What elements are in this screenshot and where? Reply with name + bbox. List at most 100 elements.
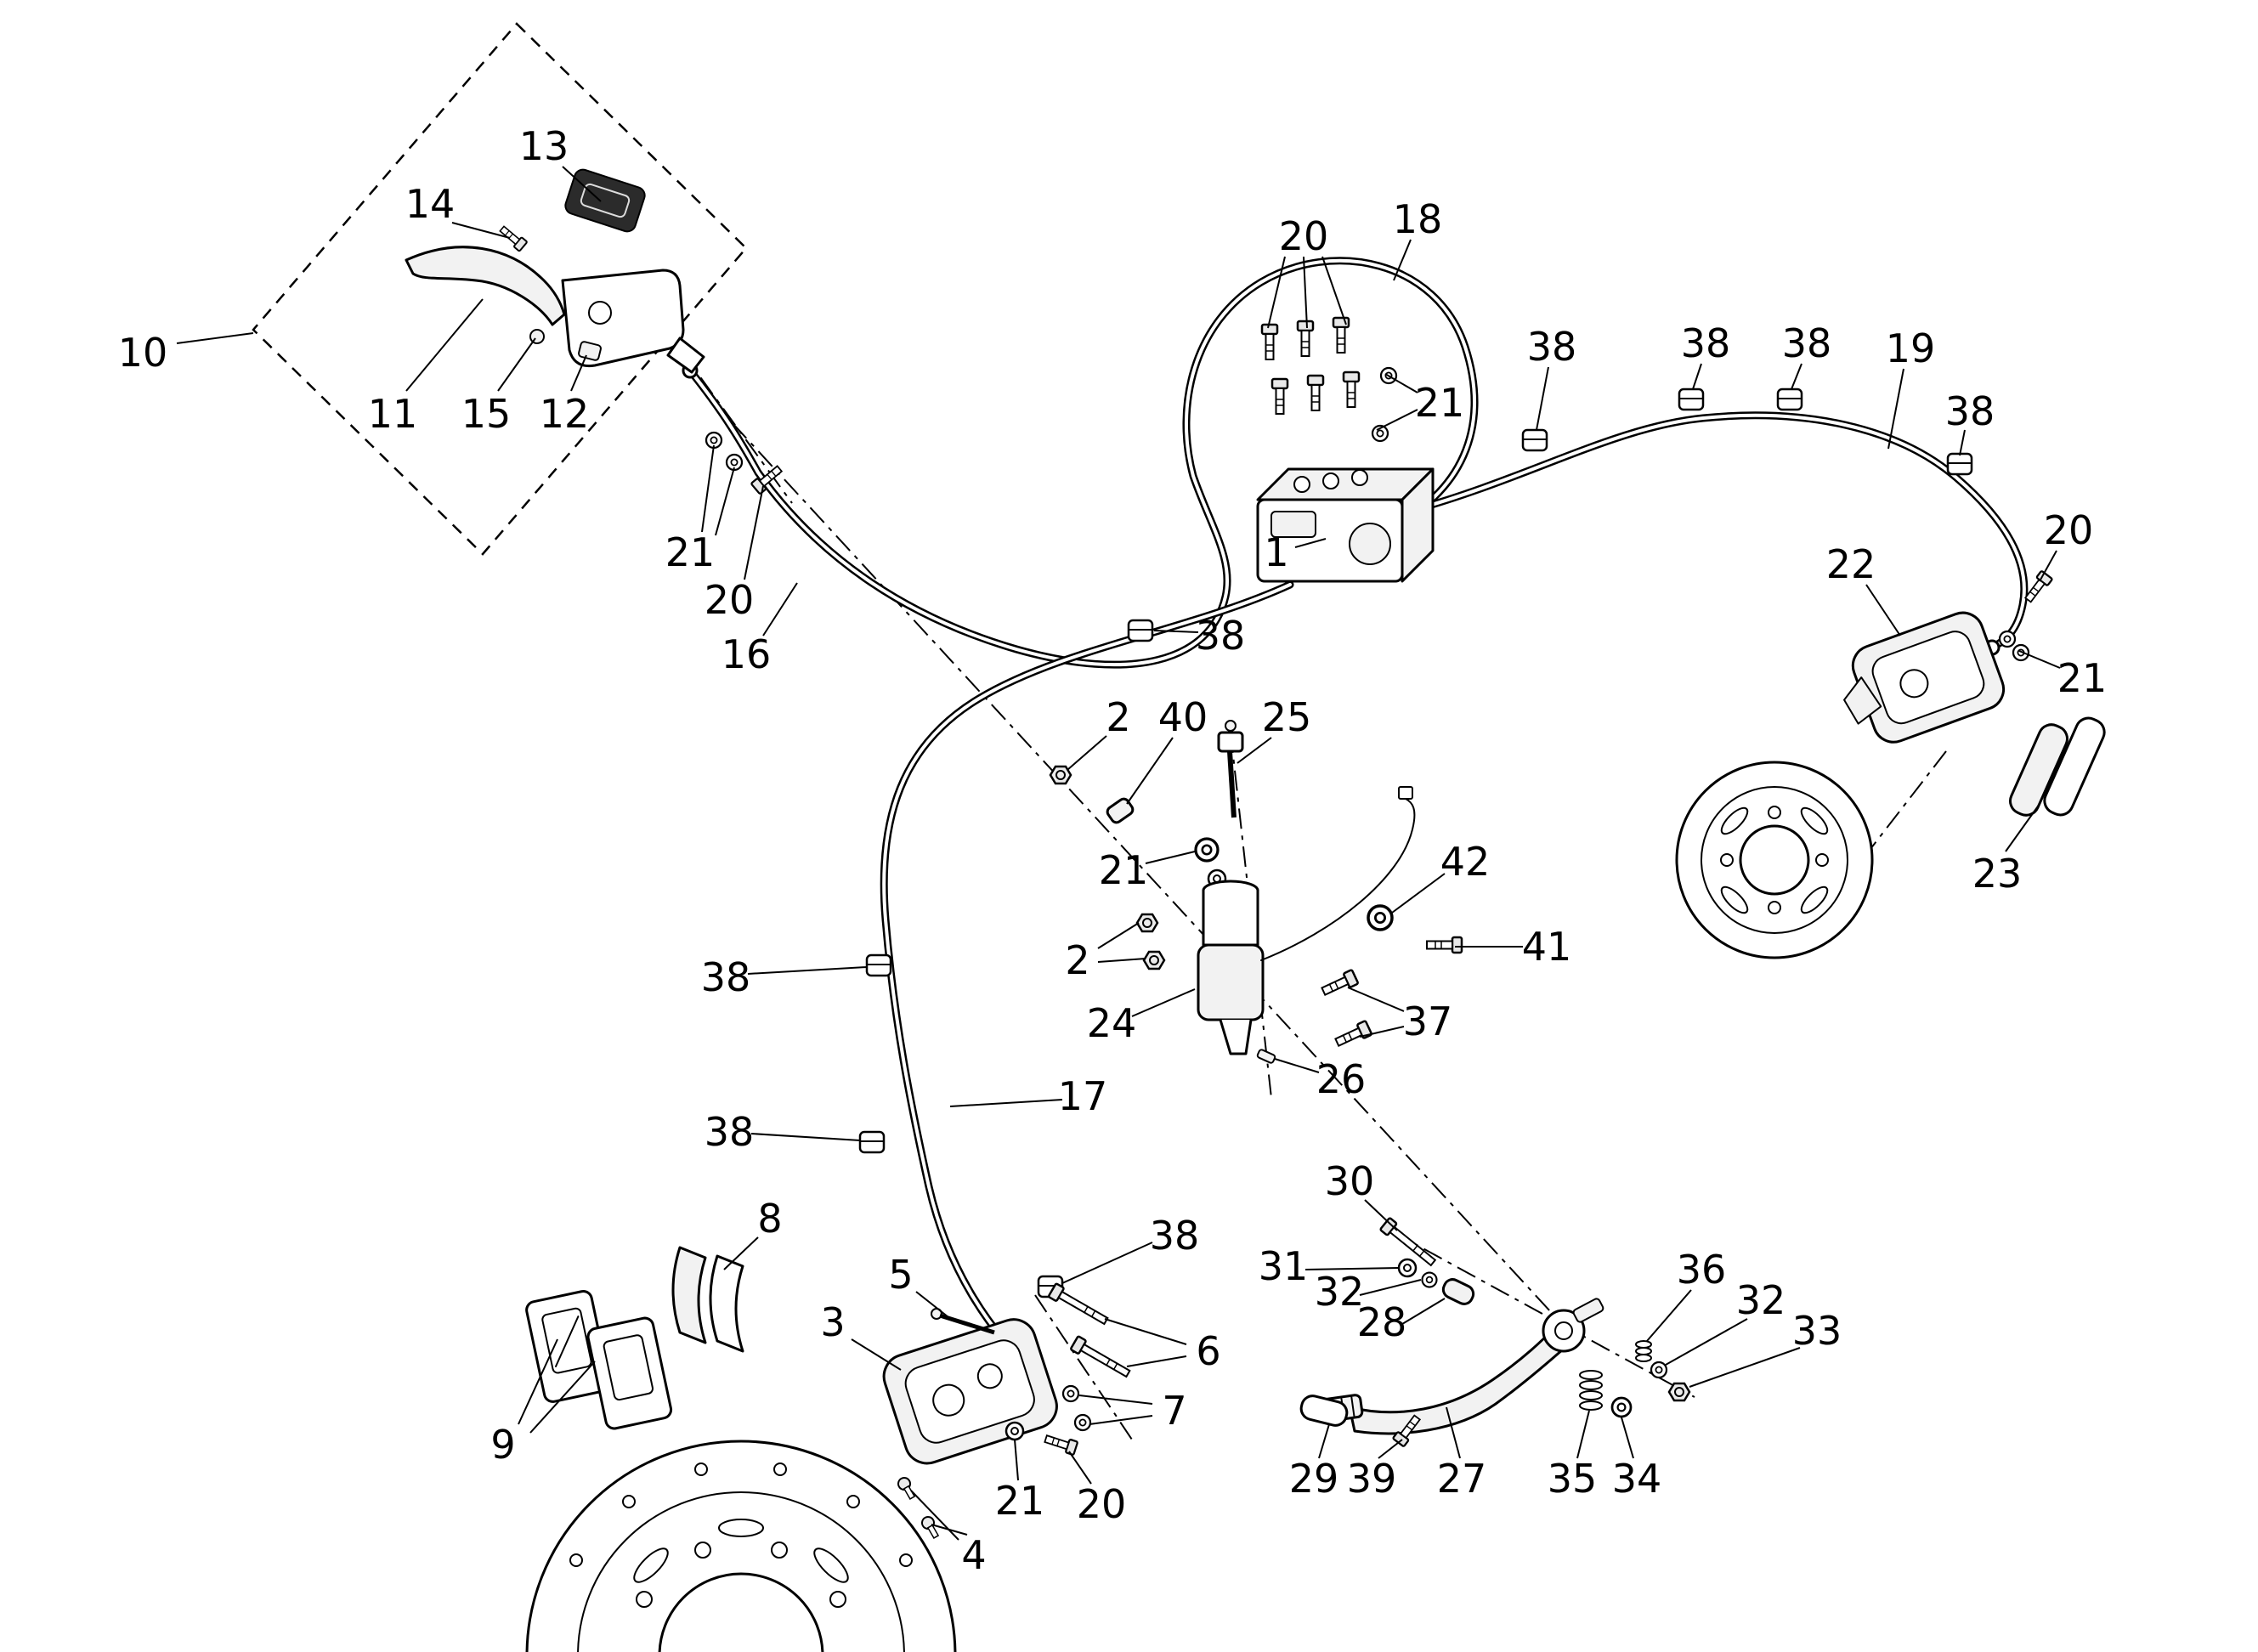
abs-modulator-group bbox=[1256, 316, 1435, 583]
clevis-pin-25 bbox=[1225, 720, 1237, 732]
abs-motor bbox=[1349, 523, 1391, 565]
part-callout-31-39: 31 bbox=[1259, 1243, 1309, 1289]
leader-line-7 bbox=[1089, 1415, 1153, 1425]
leader-line-1 bbox=[1294, 538, 1327, 548]
leader-line-17 bbox=[949, 1099, 1063, 1107]
leader-line-21 bbox=[2018, 650, 2061, 669]
leader-line-28 bbox=[1401, 1298, 1446, 1325]
caliper-bolt-6 bbox=[1069, 1334, 1134, 1382]
leader-line-3 bbox=[851, 1338, 902, 1371]
part-callout-33-44: 33 bbox=[1792, 1308, 1842, 1354]
part-callout-20-14: 20 bbox=[2044, 507, 2094, 553]
front-caliper-piston bbox=[976, 1363, 1003, 1389]
clip-38 bbox=[1776, 388, 1803, 411]
nut-2 bbox=[1135, 913, 1159, 933]
leader-line-15 bbox=[497, 337, 536, 392]
leader-line-38 bbox=[1061, 1242, 1153, 1284]
leader-line-35 bbox=[1576, 1410, 1590, 1459]
leader-line-22 bbox=[1865, 584, 1901, 636]
abs-bolt-20 bbox=[1306, 374, 1325, 412]
leader-line-2 bbox=[1067, 735, 1107, 771]
clip-38 bbox=[858, 1130, 886, 1154]
nut-33 bbox=[1667, 1382, 1691, 1402]
part-callout-14-1: 14 bbox=[405, 181, 456, 227]
part-callout-21-25: 21 bbox=[1099, 847, 1149, 893]
part-callout-22-15: 22 bbox=[1826, 541, 1876, 587]
clip-38 bbox=[865, 953, 892, 977]
leader-line-21 bbox=[701, 444, 715, 533]
leader-line-20 bbox=[2039, 550, 2057, 582]
reservoir-cap-13 bbox=[564, 168, 646, 233]
front-caliper-piston bbox=[932, 1383, 965, 1417]
leader-line-20 bbox=[744, 485, 764, 580]
part-callout-5-45: 5 bbox=[888, 1252, 913, 1298]
leader-line-21 bbox=[1384, 373, 1418, 393]
part-callout-37-31: 37 bbox=[1403, 999, 1453, 1044]
part-callout-15-4: 15 bbox=[461, 391, 512, 437]
front-caliper-group bbox=[882, 1281, 1134, 1541]
part-callout-26-32: 26 bbox=[1316, 1056, 1367, 1102]
part-callout-32-43: 32 bbox=[1736, 1277, 1786, 1323]
sight-glass bbox=[588, 301, 612, 325]
leader-line-38 bbox=[1959, 429, 1966, 456]
boot-40 bbox=[1106, 797, 1135, 824]
part-callout-27-54: 27 bbox=[1437, 1456, 1487, 1502]
part-callout-2-27: 2 bbox=[1065, 937, 1089, 983]
part-callout-38-9: 38 bbox=[1527, 324, 1577, 370]
leader-line-12 bbox=[570, 354, 587, 392]
rear-caliper-bracket bbox=[1843, 676, 1882, 725]
part-callout-38-11: 38 bbox=[1782, 320, 1832, 366]
part-callout-10-2: 10 bbox=[118, 330, 168, 376]
clamp-12 bbox=[578, 341, 602, 361]
part-callout-20-6: 20 bbox=[1279, 213, 1329, 259]
leader-line-21 bbox=[1376, 409, 1418, 431]
leader-line-38 bbox=[1791, 363, 1802, 390]
leader-line-25 bbox=[1237, 737, 1272, 764]
leader-line-2 bbox=[1097, 958, 1146, 963]
clip-38 bbox=[1946, 452, 1973, 476]
bolt-41 bbox=[1425, 936, 1463, 954]
leader-line-5 bbox=[915, 1291, 949, 1318]
abs-port bbox=[1322, 472, 1339, 489]
leader-line-32 bbox=[1665, 1318, 1748, 1366]
reservoir-cap-inset bbox=[580, 183, 631, 218]
leader-line-18 bbox=[1393, 239, 1412, 281]
part-callout-41-28: 41 bbox=[1522, 924, 1572, 970]
abs-port bbox=[1351, 469, 1368, 486]
abs-bolt-20 bbox=[1342, 371, 1361, 409]
rear-line-19 bbox=[1410, 411, 2029, 652]
part-callout-39-53: 39 bbox=[1347, 1456, 1397, 1502]
abs-bolt-20 bbox=[1260, 323, 1279, 361]
rear-banjo-washer-21 bbox=[2012, 643, 2030, 662]
part-callout-25-24: 25 bbox=[1262, 694, 1312, 740]
part-callout-38-33: 38 bbox=[701, 954, 751, 1000]
pedal-tab bbox=[1572, 1298, 1604, 1323]
leader-line-9 bbox=[529, 1361, 596, 1434]
leader-line-16 bbox=[762, 582, 798, 636]
spring-washer-36 bbox=[1635, 1340, 1652, 1362]
rear-caliper-group bbox=[1843, 569, 2106, 817]
rear-banjo-washer-21 bbox=[1998, 630, 2017, 648]
leader-line-37 bbox=[1359, 1026, 1405, 1038]
front-line-16-18 bbox=[686, 257, 1479, 669]
part-callout-40-23: 40 bbox=[1158, 694, 1208, 740]
bushing-29 bbox=[1299, 1395, 1349, 1427]
leader-line-9 bbox=[518, 1338, 558, 1425]
abs-bolt-20 bbox=[1296, 320, 1315, 358]
leader-line-26 bbox=[1274, 1058, 1320, 1073]
leader-line-42 bbox=[1391, 873, 1446, 914]
leader-line-21 bbox=[1014, 1439, 1019, 1481]
leader-line-37 bbox=[1347, 987, 1405, 1012]
leader-line-38 bbox=[1536, 366, 1549, 431]
reservoir-body-24 bbox=[1202, 889, 1259, 947]
leader-line-24 bbox=[1131, 988, 1196, 1017]
part-callout-2-22: 2 bbox=[1106, 694, 1130, 740]
washer-34 bbox=[1610, 1396, 1633, 1418]
washer-32 bbox=[1650, 1361, 1668, 1379]
part-callout-21-18: 21 bbox=[665, 529, 716, 575]
washer-7 bbox=[1073, 1413, 1092, 1432]
clevis-25 bbox=[1217, 731, 1244, 753]
washer-32 bbox=[1421, 1271, 1438, 1288]
